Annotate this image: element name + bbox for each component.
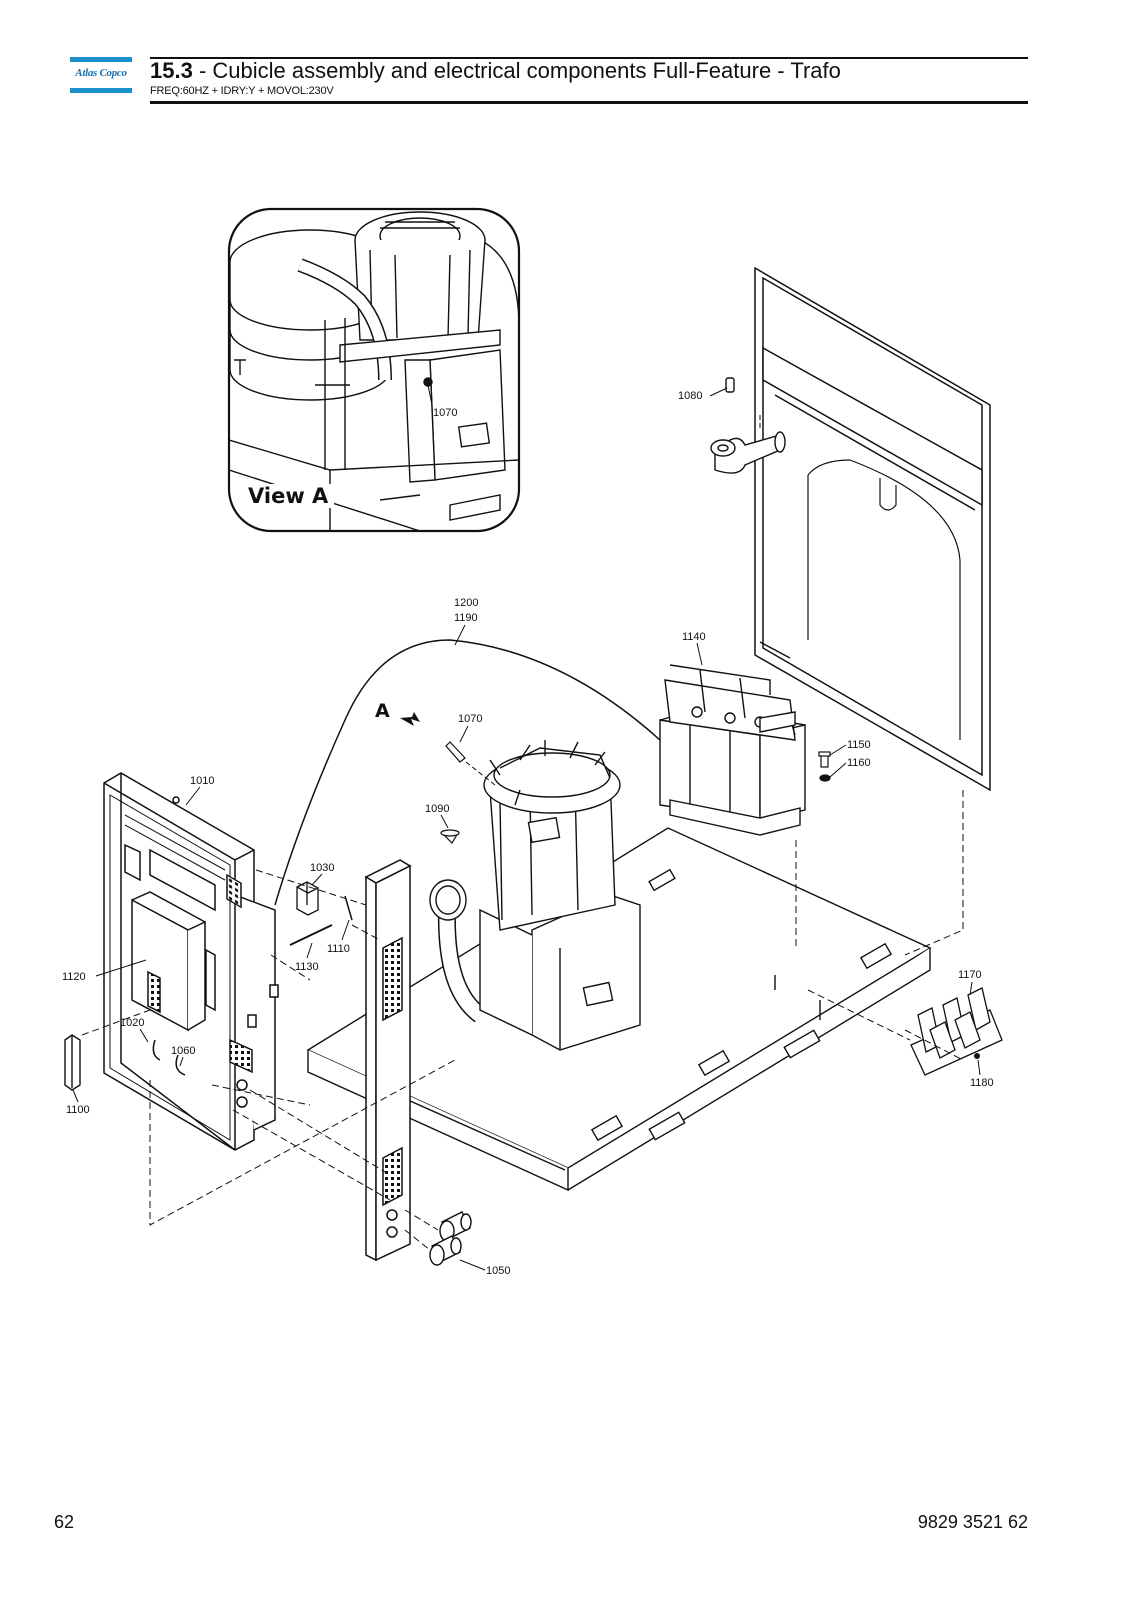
callout-1100: 1100 <box>66 1104 90 1116</box>
electrical-cubicle-1010 <box>103 772 279 1151</box>
header-top-rule <box>150 57 1028 59</box>
callout-1160: 1160 <box>847 757 871 769</box>
sensor-1090 <box>440 829 460 844</box>
callout-1090: 1090 <box>425 803 449 815</box>
callout-1080: 1080 <box>678 390 702 402</box>
callout-1180: 1180 <box>970 1077 994 1089</box>
view-a-label: View A <box>248 484 329 508</box>
callout-1070-detail: 1070 <box>433 407 457 419</box>
fuse-holder-1170 <box>910 987 1003 1076</box>
callout-1050: 1050 <box>486 1265 510 1277</box>
callout-1010: 1010 <box>190 775 214 787</box>
logo-wordmark: Atlas Copco <box>75 67 127 79</box>
part-1180 <box>974 1053 980 1059</box>
cable-1190-1200 <box>274 639 661 906</box>
section-number: 15.3 <box>150 58 193 83</box>
callout-1060: 1060 <box>171 1045 195 1057</box>
assembly-guide-lines <box>81 790 964 1251</box>
view-a-marker-letter: A <box>375 700 390 722</box>
header-bottom-rule <box>150 101 1028 104</box>
pipe-fitting-1080 <box>710 377 786 474</box>
callout-1030: 1030 <box>310 862 334 874</box>
bolt-washer-1150-1160 <box>818 751 831 782</box>
rear-panel <box>754 266 991 792</box>
document-number: 9829 3521 62 <box>917 1512 1028 1532</box>
compressor-element <box>429 740 641 1051</box>
side-column-panel <box>364 859 412 1262</box>
transformer-1140 <box>659 664 806 836</box>
atlas-copco-logo: Atlas Copco <box>70 57 132 93</box>
section-title: - Cubicle assembly and electrical compon… <box>192 58 841 83</box>
page-number: 62 <box>54 1512 75 1532</box>
cable-glands-1050 <box>429 1211 472 1266</box>
callout-1200: 1200 <box>454 597 478 609</box>
page-subtitle: FREQ:60HZ + IDRY:Y + MOVOL:230V <box>150 85 334 97</box>
logo-bottom-bar <box>70 88 132 93</box>
callout-1070: 1070 <box>458 713 482 725</box>
callout-1110: 1110 <box>327 943 350 955</box>
part-1110 <box>344 895 353 921</box>
part-1030 <box>296 881 319 916</box>
logo-top-bar <box>70 57 132 62</box>
detail-view-a: View A 1070 <box>227 207 521 533</box>
callout-1120: 1120 <box>62 971 86 983</box>
callout-1170: 1170 <box>958 969 982 981</box>
part-1130 <box>289 924 333 946</box>
callout-1020: 1020 <box>120 1017 144 1029</box>
page-title: 15.3 - Cubicle assembly and electrical c… <box>150 58 841 84</box>
callout-1190: 1190 <box>454 612 478 624</box>
callout-1140: 1140 <box>682 631 706 643</box>
callout-1150: 1150 <box>847 739 871 751</box>
door-handle-1100 <box>64 1034 81 1091</box>
view-arrow-icon <box>400 712 420 726</box>
fitting-1070 <box>445 741 466 763</box>
view-a-marker: A <box>375 700 420 726</box>
callout-1130: 1130 <box>295 961 319 973</box>
